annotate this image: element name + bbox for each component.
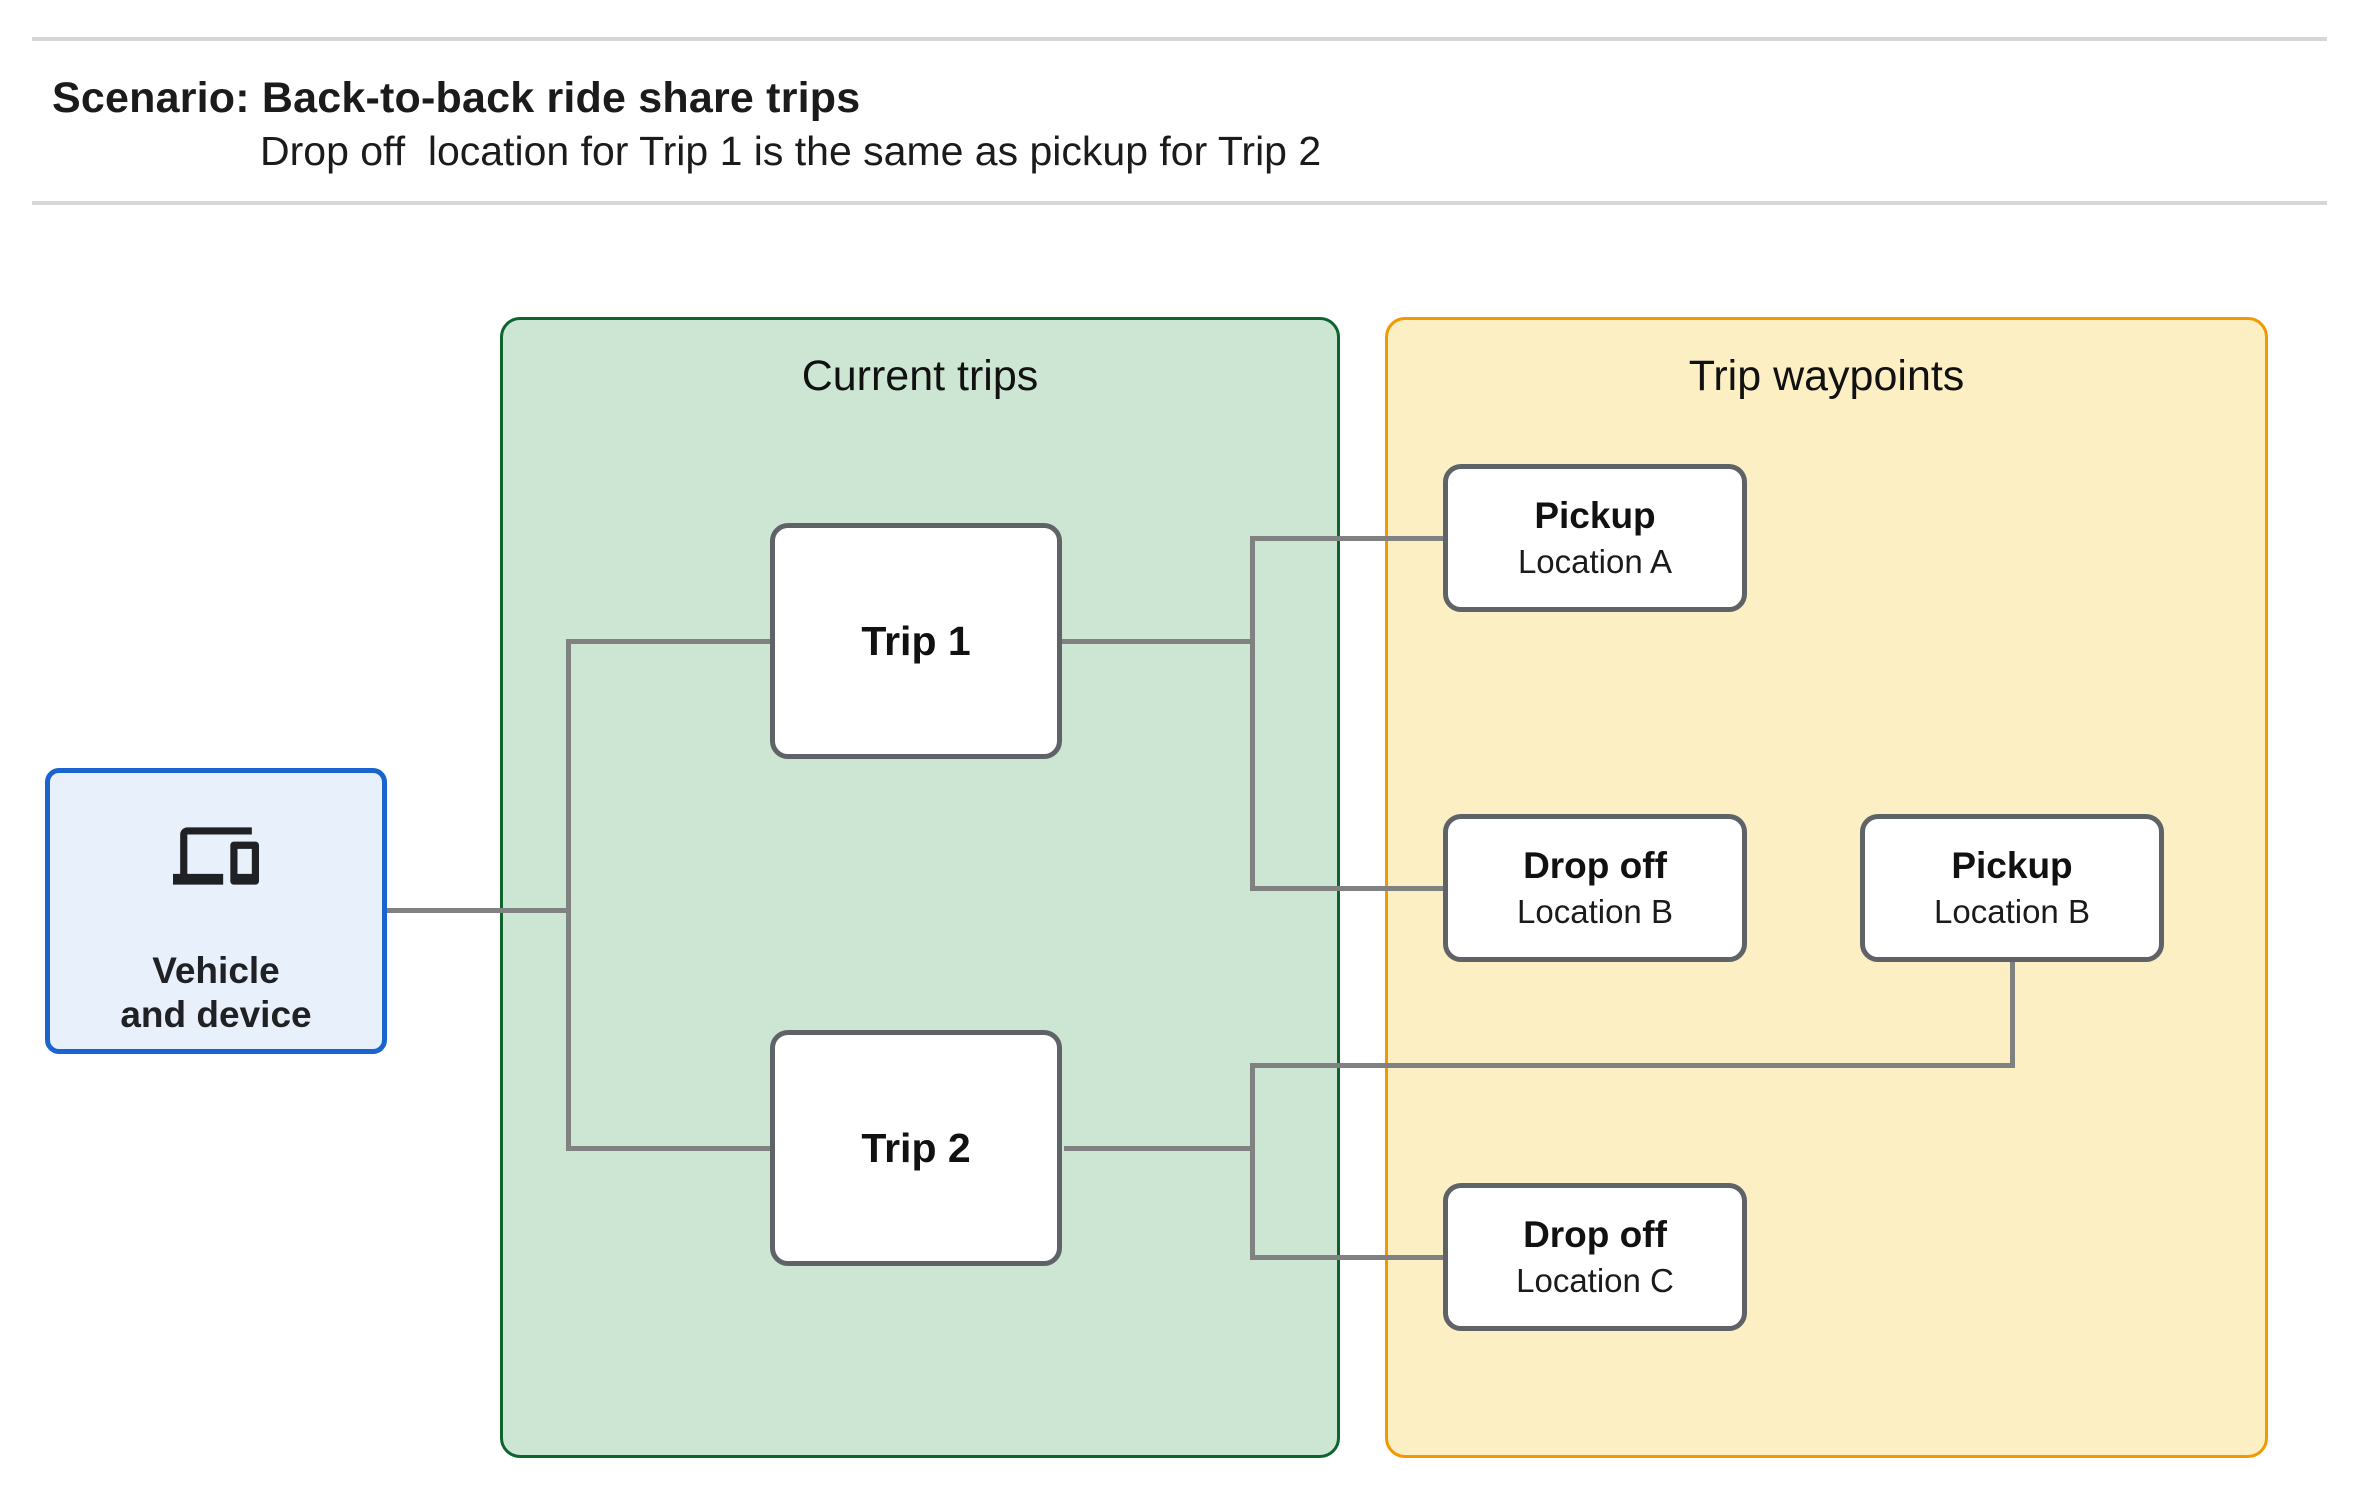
connector-pickup-b-drop xyxy=(2010,960,2015,1068)
current-trips-group: Current trips xyxy=(500,317,1340,1458)
waypoint-type: Drop off xyxy=(1523,1213,1667,1255)
trip1-node: Trip 1 xyxy=(770,523,1062,759)
vehicle-label: Vehicle and device xyxy=(120,949,311,1038)
vehicle-label-line2: and device xyxy=(120,994,312,1036)
waypoint-pickup-location-a: Pickup Location A xyxy=(1443,464,1747,612)
scenario-subtitle: Drop off location for Trip 1 is the same… xyxy=(260,128,1322,174)
connector-trip2-to-dropoff-c xyxy=(1250,1255,1445,1260)
waypoint-location: Location C xyxy=(1516,1262,1674,1300)
waypoint-location: Location A xyxy=(1517,543,1673,581)
trip-waypoints-title: Trip waypoints xyxy=(1688,352,1965,400)
header-divider xyxy=(32,201,2327,205)
waypoint-type: Pickup xyxy=(1534,494,1656,536)
trip1-label: Trip 1 xyxy=(861,617,971,664)
connector-trip1-to-pickup-a xyxy=(1250,536,1445,541)
current-trips-title: Current trips xyxy=(801,352,1039,400)
connector-trip2-tee-vertical xyxy=(1250,1063,1255,1259)
connector-tee-to-trip2 xyxy=(566,1146,770,1151)
trip2-label: Trip 2 xyxy=(861,1124,971,1171)
connector-vehicle-to-tee xyxy=(387,908,568,913)
waypoint-type: Drop off xyxy=(1523,844,1667,886)
waypoint-dropoff-location-b: Drop off Location B xyxy=(1443,814,1747,962)
scenario-title: Scenario: Back-to-back ride share trips xyxy=(52,74,861,122)
connector-trip2-out xyxy=(1064,1146,1253,1151)
connector-trip1-tee-vertical xyxy=(1250,536,1255,891)
connector-trips-tee-vertical xyxy=(566,639,571,1151)
waypoint-location: Location B xyxy=(1934,893,2090,931)
waypoint-pickup-location-b: Pickup Location B xyxy=(1860,814,2164,962)
connector-trip2-to-pickup-b-horizontal xyxy=(1250,1063,2015,1068)
waypoint-location: Location B xyxy=(1517,893,1673,931)
top-divider xyxy=(32,37,2327,41)
waypoint-type: Pickup xyxy=(1951,844,2073,886)
connector-tee-to-trip1 xyxy=(566,639,770,644)
vehicle-label-line1: Vehicle xyxy=(152,950,280,991)
connector-trip1-out xyxy=(1062,639,1253,644)
connector-trip1-to-dropoff-b xyxy=(1250,886,1445,891)
devices-icon xyxy=(173,811,259,901)
waypoint-dropoff-location-c: Drop off Location C xyxy=(1443,1183,1747,1331)
vehicle-node: Vehicle and device xyxy=(45,768,387,1054)
trip2-node: Trip 2 xyxy=(770,1030,1062,1266)
